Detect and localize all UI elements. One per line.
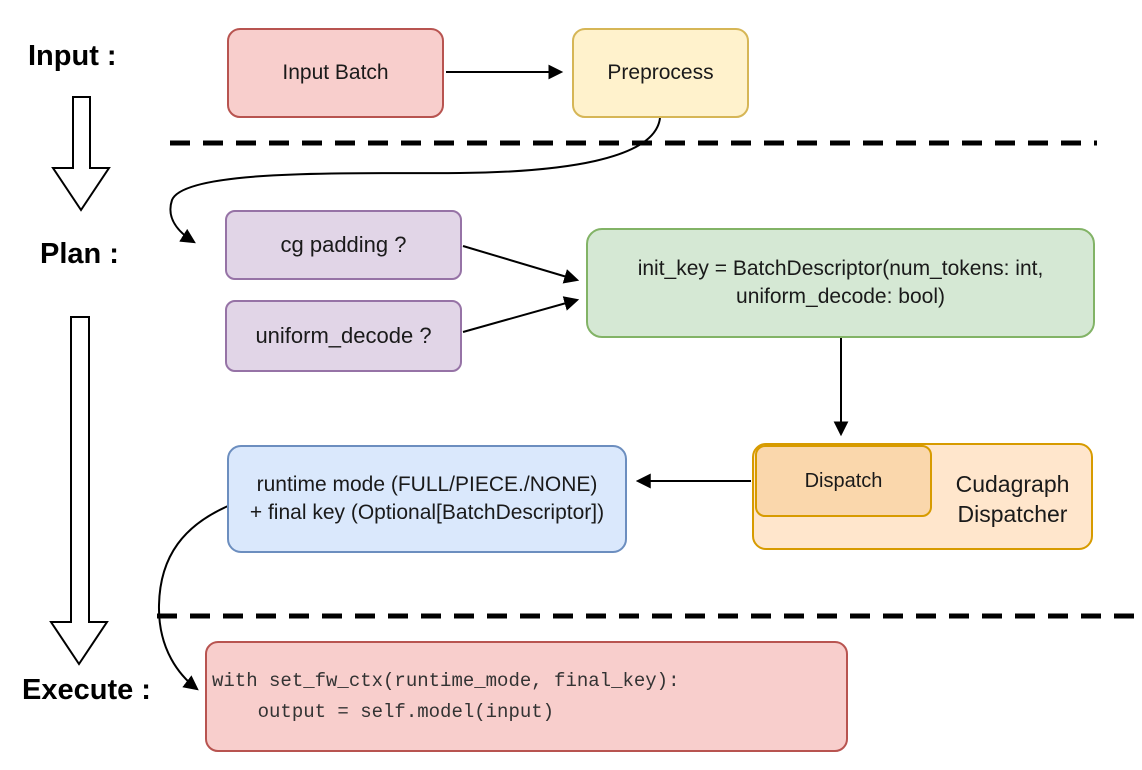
node-uniform-decode-label: uniform_decode ?	[255, 323, 432, 349]
stage-label-plan: Plan :	[40, 238, 119, 270]
node-init-key-line2: uniform_decode: bool)	[736, 285, 945, 308]
execute-code-line2: output = self.model(input)	[212, 700, 555, 723]
node-init-key-line1: init_key = BatchDescriptor(num_tokens: i…	[637, 257, 1044, 281]
stage-arrow-input-to-plan-icon	[51, 96, 111, 212]
stage-label-execute: Execute :	[22, 674, 151, 706]
stage-label-input: Input :	[28, 40, 117, 72]
connector-uniformdecode-to-initkey	[462, 296, 580, 333]
execute-code-line1: with set_fw_ctx(runtime_mode, final_key)…	[212, 670, 680, 693]
node-input-batch: Input Batch	[227, 28, 444, 118]
node-runtime-mode: runtime mode (FULL/PIECE./NONE) + final …	[227, 445, 627, 553]
cudagraph-label-line2: Dispatcher	[957, 501, 1068, 527]
node-cudagraph-dispatcher-label: Cudagraph Dispatcher	[930, 464, 1095, 534]
stage-arrow-plan-to-execute-icon	[49, 316, 109, 666]
node-execute-code: with set_fw_ctx(runtime_mode, final_key)…	[205, 641, 848, 752]
node-preprocess: Preprocess	[572, 28, 749, 118]
connector-cgpadding-to-initkey	[462, 245, 580, 284]
node-input-batch-label: Input Batch	[282, 61, 389, 85]
node-cg-padding-label: cg padding ?	[280, 232, 407, 258]
node-dispatch-label: Dispatch	[804, 469, 883, 492]
node-init-key: init_key = BatchDescriptor(num_tokens: i…	[586, 228, 1095, 338]
node-uniform-decode: uniform_decode ?	[225, 300, 462, 372]
node-runtime-mode-line2: + final key (Optional[BatchDescriptor])	[249, 501, 605, 524]
node-preprocess-label: Preprocess	[607, 61, 714, 85]
node-dispatch: Dispatch	[755, 445, 932, 517]
node-cg-padding: cg padding ?	[225, 210, 462, 280]
cudagraph-label-line1: Cudagraph	[955, 470, 1070, 497]
node-runtime-mode-line1: runtime mode (FULL/PIECE./NONE)	[256, 473, 598, 497]
